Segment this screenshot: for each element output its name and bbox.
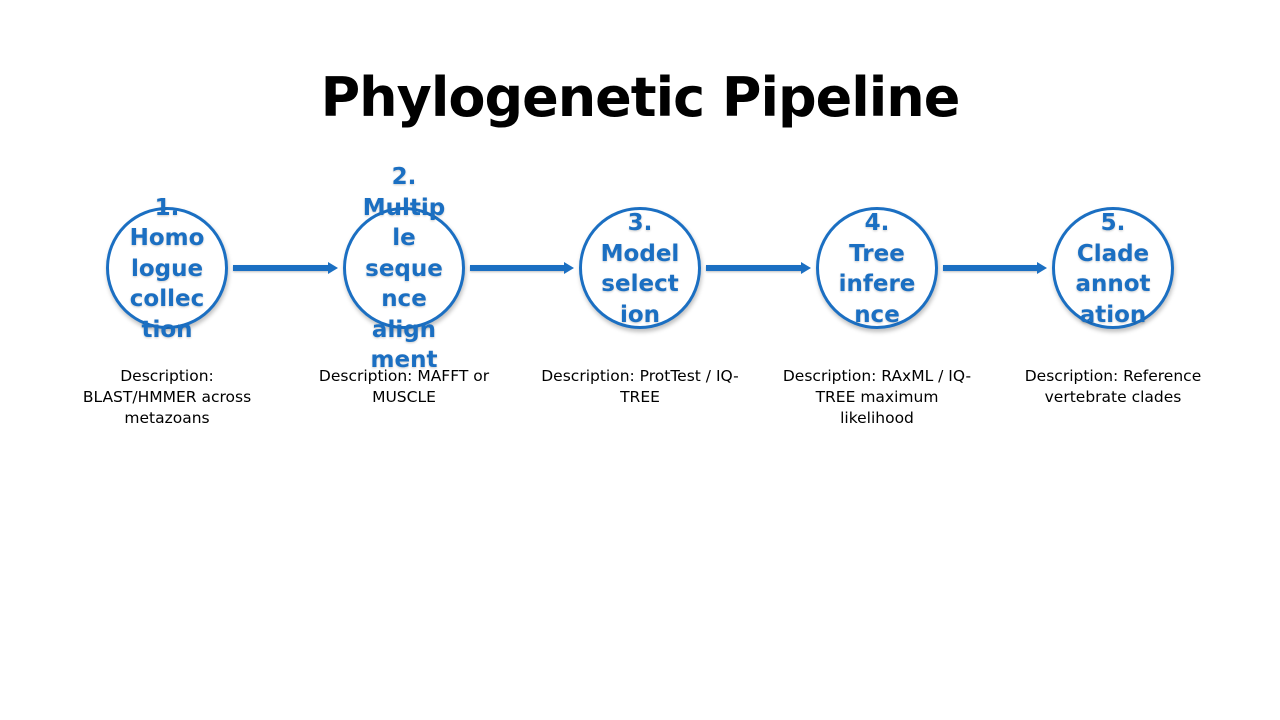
step-3-label: 3. Model select ion bbox=[579, 208, 701, 330]
step-label-line: Tree bbox=[849, 240, 905, 267]
step-2-description: Description: MAFFT or MUSCLE bbox=[318, 367, 490, 406]
page-title: Phylogenetic Pipeline bbox=[320, 66, 961, 129]
step-label-line: ion bbox=[619, 301, 661, 328]
step-label-line: 4. bbox=[864, 210, 890, 236]
arrow-line bbox=[706, 265, 803, 271]
step-5-label: 5. Clade annot ation bbox=[1052, 208, 1174, 330]
step-2-label: 2. Multip le seque nce align ment bbox=[343, 162, 465, 376]
step-label-line: collec bbox=[129, 286, 205, 313]
step-4-description: Description: RAxML / IQ-TREE maximum lik… bbox=[782, 367, 972, 427]
arrow-head-icon bbox=[328, 262, 338, 274]
arrow-3-to-4 bbox=[706, 262, 811, 274]
step-label-line: infere bbox=[838, 271, 916, 297]
step-label-line: ment bbox=[370, 347, 438, 374]
arrow-line bbox=[233, 265, 330, 271]
step-label-line: 5. bbox=[1100, 210, 1126, 236]
arrow-head-icon bbox=[801, 262, 811, 274]
step-label-line: align bbox=[371, 316, 437, 343]
step-5-circle bbox=[1052, 207, 1174, 329]
step-1-label: 1. Homo logue collec tion bbox=[106, 193, 228, 346]
arrow-2-to-3 bbox=[470, 262, 574, 274]
arrow-line bbox=[470, 265, 566, 271]
step-label-line: Model bbox=[600, 240, 680, 267]
step-label-line: Clade bbox=[1076, 240, 1150, 267]
step-label-line: annot bbox=[1075, 271, 1151, 297]
arrow-head-icon bbox=[564, 262, 574, 274]
step-1-description: Description: BLAST/HMMER across metazoan… bbox=[82, 367, 252, 427]
step-2-circle bbox=[343, 207, 465, 329]
step-label-line: ation bbox=[1079, 301, 1147, 328]
step-label-line: le bbox=[392, 225, 416, 252]
step-label-line: logue bbox=[130, 255, 204, 282]
step-label-line: seque bbox=[365, 255, 443, 282]
step-label-line: Homo bbox=[129, 225, 205, 252]
step-label-line: Multip bbox=[362, 194, 446, 221]
step-label-line: 2. bbox=[391, 164, 417, 191]
arrow-line bbox=[943, 265, 1039, 271]
step-3-description: Description: ProtTest / IQ-TREE bbox=[541, 367, 739, 406]
step-label-line: tion bbox=[141, 316, 193, 343]
arrow-4-to-5 bbox=[943, 262, 1047, 274]
step-label-line: nce bbox=[381, 286, 427, 313]
arrow-1-to-2 bbox=[233, 262, 338, 274]
step-3-circle bbox=[579, 207, 701, 329]
step-5-description: Description: Reference vertebrate clades bbox=[1024, 367, 1202, 406]
arrow-head-icon bbox=[1037, 262, 1047, 274]
step-4-circle bbox=[816, 207, 938, 329]
step-label-line: 1. bbox=[154, 194, 180, 221]
step-label-line: select bbox=[601, 271, 679, 297]
step-label-line: 3. bbox=[627, 210, 653, 236]
step-label-line: nce bbox=[854, 301, 900, 328]
step-4-label: 4. Tree infere nce bbox=[816, 208, 938, 330]
step-1-circle bbox=[106, 207, 228, 329]
